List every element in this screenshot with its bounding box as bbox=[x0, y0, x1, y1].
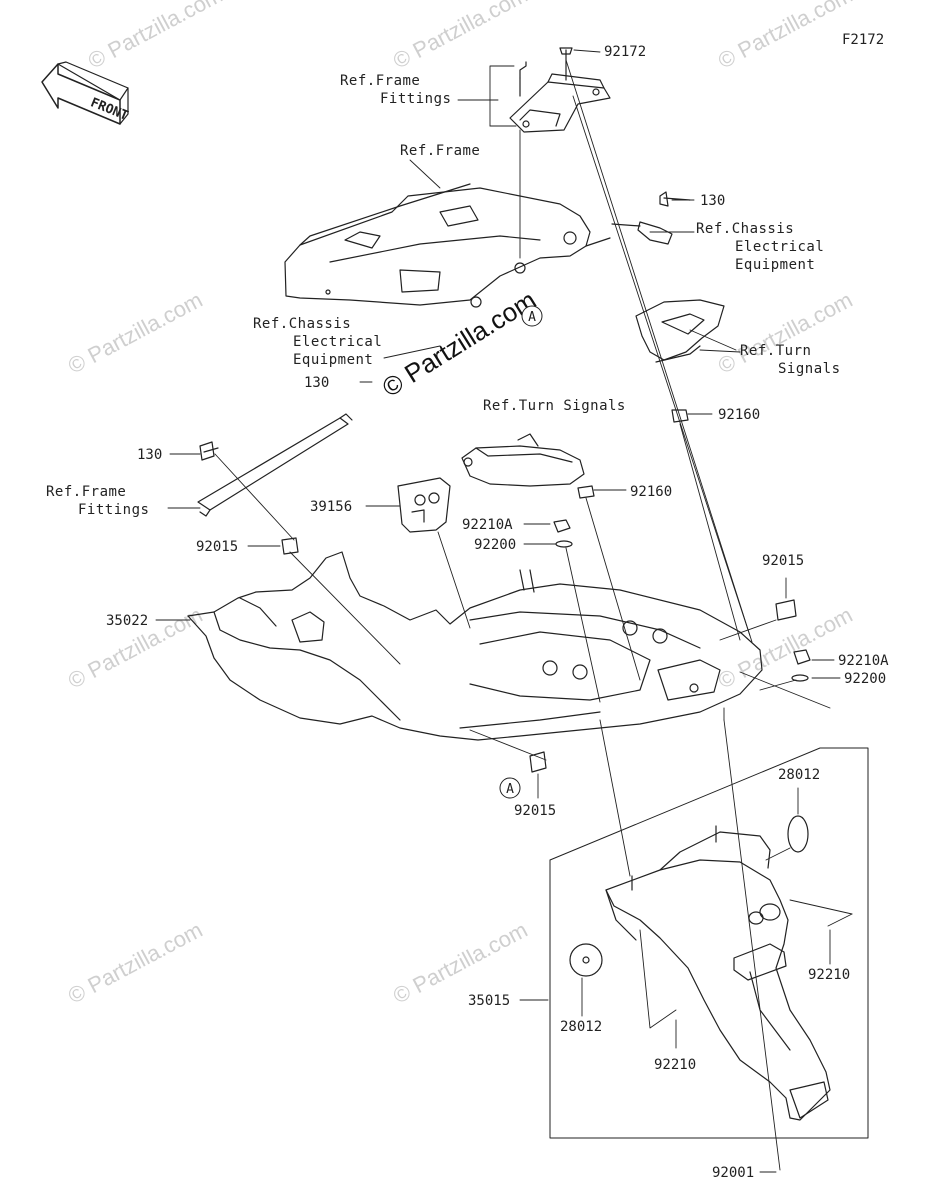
part-28012-bottom: 28012 bbox=[560, 1019, 603, 1035]
part-130-left: 130 bbox=[137, 447, 163, 463]
ref-chassis-left-2: Electrical bbox=[293, 334, 383, 350]
ref-turn-signals-right-2: Signals bbox=[778, 361, 841, 377]
callout-a-upper: A bbox=[521, 305, 543, 327]
ref-turn-signals-mid: Ref.Turn Signals bbox=[483, 398, 626, 414]
part-35022: 35022 bbox=[106, 613, 149, 629]
diagram-code: F2172 bbox=[842, 32, 885, 48]
part-92210-bottom: 92210 bbox=[654, 1057, 697, 1073]
part-92015-right: 92015 bbox=[762, 553, 805, 569]
fasteners bbox=[281, 47, 811, 773]
callout-a-text: A bbox=[528, 310, 536, 325]
frame-fittings-bar bbox=[197, 413, 353, 517]
part-92210a-a: 92210A bbox=[462, 517, 513, 533]
rear-frame bbox=[284, 183, 611, 308]
turn-signal-right bbox=[635, 299, 725, 363]
licence-plate-bracket-35015 bbox=[605, 825, 831, 1121]
ref-frame-fittings-top-2: Fittings bbox=[380, 91, 452, 107]
reflector-28012-top bbox=[787, 815, 809, 853]
ref-turn-signals-right-1: Ref.Turn bbox=[740, 343, 812, 359]
ref-chassis-right-1: Ref.Chassis bbox=[696, 221, 795, 237]
front-arrow-icon bbox=[41, 61, 129, 125]
part-92015-bottom: 92015 bbox=[514, 803, 557, 819]
ref-frame-fittings-top-1: Ref.Frame bbox=[340, 73, 421, 89]
part-92015-left: 92015 bbox=[196, 539, 239, 555]
part-35015: 35015 bbox=[468, 993, 511, 1009]
part-92200-a: 92200 bbox=[474, 537, 517, 553]
part-39156: 39156 bbox=[310, 499, 353, 515]
part-92160-b: 92160 bbox=[630, 484, 673, 500]
part-130-mid: 130 bbox=[304, 375, 330, 391]
callout-a-lower: A bbox=[499, 777, 521, 799]
ref-frame: Ref.Frame bbox=[400, 143, 481, 159]
part-92210a-b: 92210A bbox=[838, 653, 889, 669]
part-92210-right: 92210 bbox=[808, 967, 851, 983]
ref-chassis-right-2: Electrical bbox=[735, 239, 825, 255]
part-92160-a: 92160 bbox=[718, 407, 761, 423]
turn-signal-mid bbox=[461, 433, 585, 487]
rear-fender-35022 bbox=[187, 551, 763, 741]
ref-frame-fittings-left-2: Fittings bbox=[78, 502, 150, 518]
plate-39156 bbox=[397, 477, 451, 533]
ref-chassis-left-1: Ref.Chassis bbox=[253, 316, 352, 332]
part-92001: 92001 bbox=[712, 1165, 755, 1181]
reflector-28012-bottom bbox=[569, 943, 603, 977]
part-92200-b: 92200 bbox=[844, 671, 887, 687]
callout-a-text: A bbox=[506, 782, 514, 797]
part-28012-top: 28012 bbox=[778, 767, 821, 783]
ref-chassis-left-3: Equipment bbox=[293, 352, 374, 368]
part-130-top: 130 bbox=[700, 193, 726, 209]
ref-chassis-right-3: Equipment bbox=[735, 257, 816, 273]
ref-frame-fittings-left-1: Ref.Frame bbox=[46, 484, 127, 500]
part-92172: 92172 bbox=[604, 44, 647, 60]
frame-fittings-bracket bbox=[509, 49, 611, 133]
